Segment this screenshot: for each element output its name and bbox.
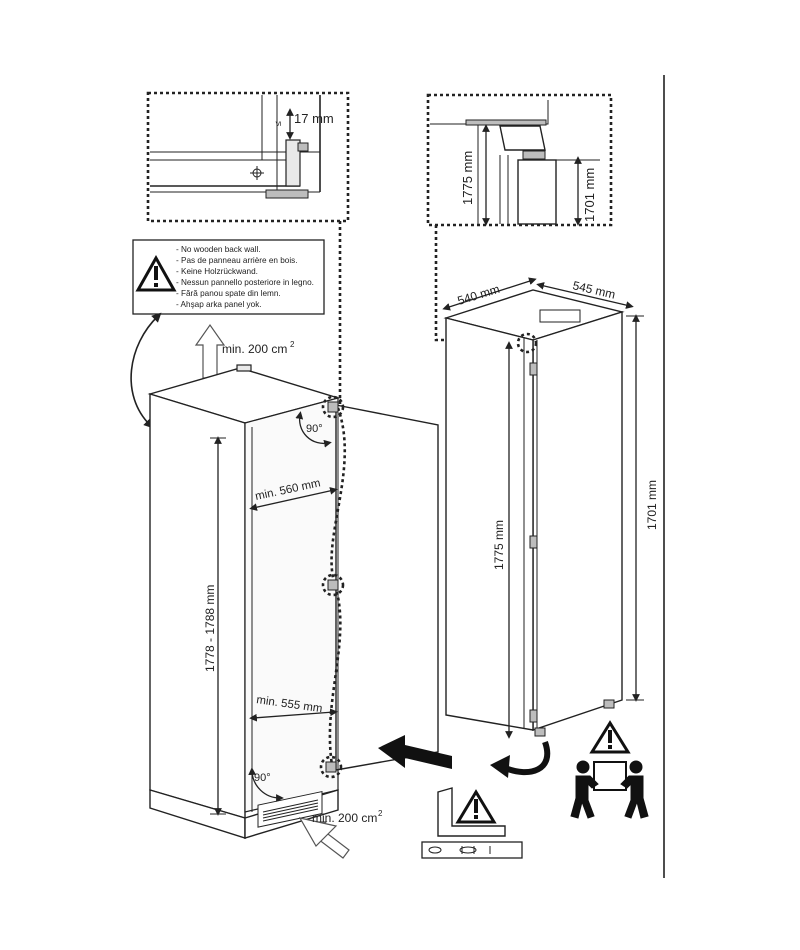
appliance-top-hinge-marker bbox=[516, 332, 538, 354]
hinge-dashed-path bbox=[328, 407, 347, 766]
appliance-depth-dimension bbox=[536, 282, 634, 309]
vent-bottom-label: min. 200 cm bbox=[312, 811, 377, 825]
niche-height-label: 1778 - 1788 mm bbox=[203, 585, 217, 672]
detail-top-right: 1775 mm 1701 mm bbox=[426, 93, 613, 227]
warning-line-6: - Ahşap arka panel yok. bbox=[176, 300, 262, 309]
angle-bottom-label: 90° bbox=[254, 772, 271, 784]
hinge-bottom-marker bbox=[319, 755, 343, 779]
less-equal-symbol: ≤ bbox=[273, 121, 283, 126]
warning-line-1: - No wooden back wall. bbox=[176, 245, 261, 254]
angle-top-arc bbox=[295, 411, 332, 448]
niche-width-top-dimension bbox=[249, 487, 338, 511]
rotate-arrow-icon bbox=[490, 740, 551, 778]
level-warning-triangle-icon bbox=[455, 789, 497, 824]
vent-bottom-arrow-icon bbox=[298, 817, 350, 859]
warning-triangle-icon bbox=[135, 254, 177, 292]
vent-top-label: min. 200 cm bbox=[222, 342, 287, 356]
warning-line-4: - Nessun pannello posteriore in legno. bbox=[176, 278, 314, 287]
warning-line-3: - Keine Holzrückwand. bbox=[176, 267, 258, 276]
warning-line-2: - Pas de panneau arrière en bois. bbox=[176, 256, 298, 265]
back-wall-pointer-arrow bbox=[130, 312, 162, 429]
warning-box: - No wooden back wall. - Pas de panneau … bbox=[132, 239, 325, 315]
two-person-carry-icon bbox=[570, 760, 649, 819]
cabinet-door bbox=[335, 404, 439, 771]
plinth-vent-grille bbox=[262, 799, 319, 822]
height-1701-detail-label: 1701 mm bbox=[582, 168, 597, 222]
appliance-height-right-label: 1701 mm bbox=[645, 480, 659, 530]
gap-17mm-label: 17 mm bbox=[294, 111, 334, 126]
angle-bottom-arc bbox=[248, 767, 284, 802]
appliance-width-dimension bbox=[442, 277, 537, 311]
angle-top-label: 90° bbox=[306, 423, 323, 435]
vent-bottom-sup: 2 bbox=[378, 809, 383, 818]
niche-cabinet bbox=[147, 364, 341, 839]
move-arrow-icon bbox=[378, 735, 452, 769]
vent-top-arrow-icon bbox=[194, 323, 226, 379]
carry-warning-triangle-icon bbox=[589, 720, 631, 754]
vent-top-sup: 2 bbox=[290, 340, 295, 349]
appliance-height-left-label: 1775 mm bbox=[492, 520, 506, 570]
height-1775-detail-label: 1775 mm bbox=[460, 151, 475, 205]
warning-line-5: - Fără panou spate din lemn. bbox=[176, 289, 281, 298]
niche-width-bottom-dimension bbox=[249, 708, 338, 722]
hinge-mid-marker bbox=[321, 573, 345, 597]
detail-top-left: 17 mm ≤ bbox=[146, 91, 350, 223]
appliance-fridge bbox=[443, 289, 625, 737]
spirit-level-icon bbox=[421, 787, 523, 859]
hinge-top-marker bbox=[321, 395, 345, 419]
